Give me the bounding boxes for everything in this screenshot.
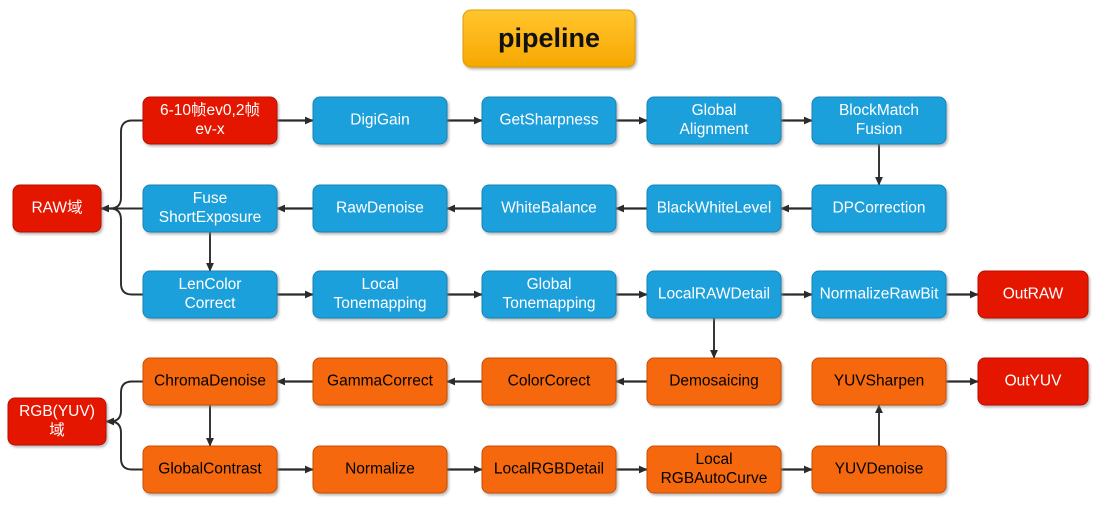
node-box[interactable] [312,357,448,406]
node-yuvsharpen[interactable]: YUVSharpen [811,357,947,406]
node-box[interactable] [646,270,782,319]
node-box[interactable] [142,357,278,406]
node-localrawdetail[interactable]: LocalRAWDetail [646,270,782,319]
node-box[interactable] [142,445,278,494]
node-dpcorrection[interactable]: DPCorrection [811,184,947,233]
node-rgb-yuv-label[interactable]: RGB(YUV)域 [7,397,107,446]
node-box[interactable] [312,445,448,494]
node-box[interactable] [12,184,102,233]
node-box[interactable] [142,96,278,145]
rgb-yuv-bracket [105,380,143,471]
node-yuvdenoise[interactable]: YUVDenoise [811,445,947,494]
node-box[interactable] [811,96,947,145]
node-box[interactable] [142,270,278,319]
node-blackwhitelevel[interactable]: BlackWhiteLevel [646,184,782,233]
node-box[interactable] [811,184,947,233]
node-box[interactable] [481,184,617,233]
node-box[interactable] [142,184,278,233]
node-box[interactable] [977,270,1089,319]
node-box[interactable] [312,96,448,145]
node-box[interactable] [481,445,617,494]
node-colorcorect[interactable]: ColorCorect [481,357,617,406]
node-box[interactable] [811,445,947,494]
node-box[interactable] [811,357,947,406]
node-digigain[interactable]: DigiGain [312,96,448,145]
edges-layer [206,116,979,474]
raw-bracket-brace [109,119,143,296]
node-outraw[interactable]: OutRAW [977,270,1089,319]
node-box[interactable] [811,270,947,319]
node-gammacorrect[interactable]: GammaCorrect [312,357,448,406]
node-box[interactable] [481,270,617,319]
rgb-yuv-bracket-brace [109,380,143,471]
diagram-title-label: pipeline [498,23,600,53]
node-box[interactable] [312,184,448,233]
node-rawdenoise[interactable]: RawDenoise [312,184,448,233]
node-box[interactable] [646,445,782,494]
node-normalize[interactable]: Normalize [312,445,448,494]
node-chromadenoise[interactable]: ChromaDenoise [142,357,278,406]
node-normalizerawbit[interactable]: NormalizeRawBit [811,270,947,319]
node-demosaicing[interactable]: Demosaicing [646,357,782,406]
node-box[interactable] [481,357,617,406]
node-box[interactable] [977,357,1089,406]
brackets-layer [100,119,143,471]
node-globalcontrast[interactable]: GlobalContrast [142,445,278,494]
node-raw-domain-label[interactable]: RAW域 [12,184,102,233]
node-box[interactable] [312,270,448,319]
node-box[interactable] [646,184,782,233]
node-box[interactable] [481,96,617,145]
node-outyuv[interactable]: OutYUV [977,357,1089,406]
node-whitebalance[interactable]: WhiteBalance [481,184,617,233]
node-localrgbdetail[interactable]: LocalRGBDetail [481,445,617,494]
node-getsharpness[interactable]: GetSharpness [481,96,617,145]
node-box[interactable] [7,397,107,446]
diagram-title: pipeline [462,9,636,68]
node-box[interactable] [646,96,782,145]
raw-bracket [100,119,143,296]
node-box[interactable] [646,357,782,406]
